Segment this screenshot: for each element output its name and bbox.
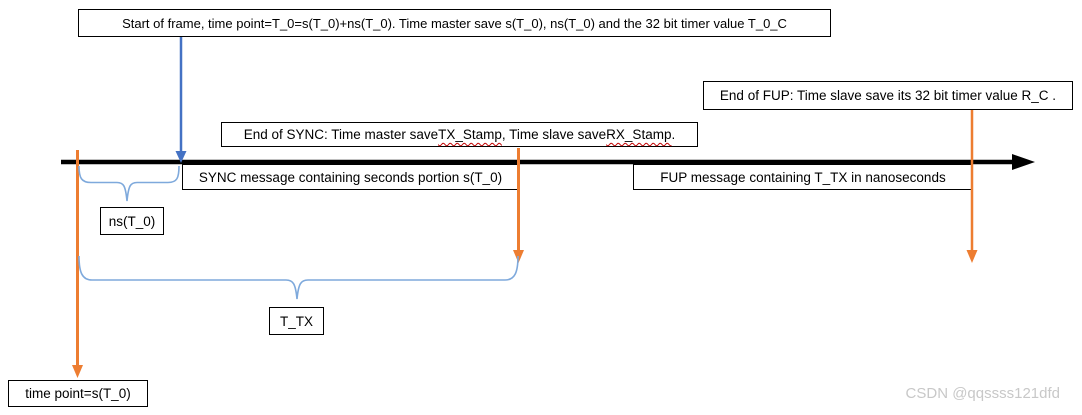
fup-message-label: FUP message containing T_TX in nanosecon… xyxy=(633,164,973,190)
watermark: CSDN @qqssss121dfd xyxy=(905,385,1060,402)
end-of-fup-text: End of FUP: Time slave save its 32 bit t… xyxy=(719,88,1057,103)
ns-t0-text: ns(T_0) xyxy=(108,213,156,229)
t-tx-text: T_TX xyxy=(279,313,313,329)
sync-message-text: SYNC message containing seconds portion … xyxy=(198,169,503,185)
end-of-sync-text-part1: End of SYNC: Time master save xyxy=(243,127,439,142)
end-of-fup-note: End of FUP: Time slave save its 32 bit t… xyxy=(703,81,1073,110)
t-tx-label: T_TX xyxy=(269,307,324,335)
time-point-label: time point=s(T_0) xyxy=(8,380,148,407)
start-of-frame-note: Start of frame, time point=T_0=s(T_0)+ns… xyxy=(78,9,831,37)
tx-stamp-text: TX_Stamp xyxy=(438,127,502,142)
rx-stamp-text: RX_Stamp xyxy=(606,127,672,142)
sync-message-label: SYNC message containing seconds portion … xyxy=(182,164,519,190)
fup-message-text: FUP message containing T_TX in nanosecon… xyxy=(660,169,946,185)
end-of-sync-text-part2: , Time slave save xyxy=(501,127,607,142)
t-tx-brace xyxy=(78,255,519,300)
start-of-frame-text: Start of frame, time point=T_0=s(T_0)+ns… xyxy=(122,15,787,31)
start-of-frame-arrow xyxy=(175,37,187,163)
ns-t0-brace xyxy=(78,165,180,202)
ns-t0-label: ns(T_0) xyxy=(100,207,164,235)
time-point-text: time point=s(T_0) xyxy=(25,386,131,401)
time-point-arrow xyxy=(72,150,83,378)
end-of-sync-text-part3: . xyxy=(671,127,676,142)
end-of-sync-note: End of SYNC: Time master save TX_Stamp, … xyxy=(221,122,698,147)
